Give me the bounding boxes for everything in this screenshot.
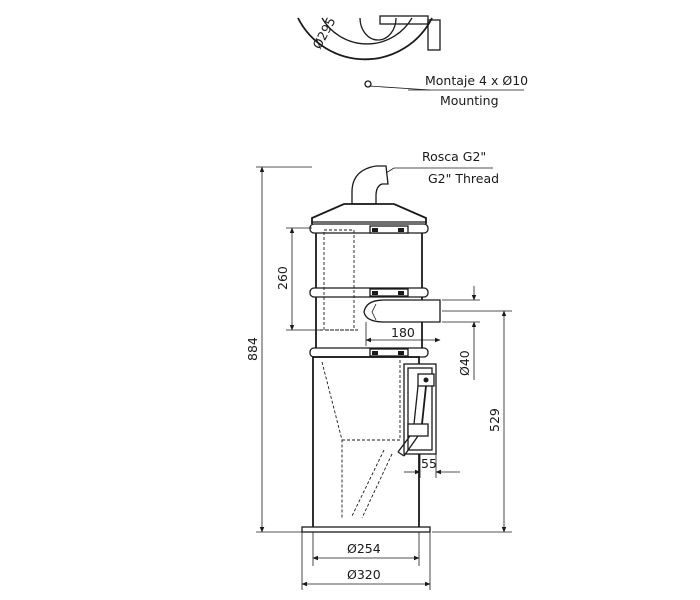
thread-label-es: Rosca G2" xyxy=(422,149,486,164)
cone-hidden-right xyxy=(342,360,401,441)
dim-40-label: Ø40 xyxy=(457,350,472,376)
thread-callout: Rosca G2" G2" Thread xyxy=(377,149,499,186)
inlet-pipe xyxy=(363,299,441,323)
mounting-leader-line xyxy=(368,85,431,91)
valve-assembly xyxy=(397,373,435,457)
dimension-lines: 884 260 180 Ø40 529 55 Ø254 xyxy=(245,166,512,590)
dim-884-label: 884 xyxy=(245,337,260,361)
valve-panel-inner xyxy=(407,367,433,451)
top-view-inner-circle xyxy=(321,17,413,45)
outlet-elbow xyxy=(351,165,389,205)
mounting-hole xyxy=(364,80,372,88)
inner-tube-hidden xyxy=(323,229,355,331)
lower-housing xyxy=(312,356,420,530)
top-view-side-tab xyxy=(427,19,441,51)
clamp-band-middle xyxy=(309,287,429,298)
clamp-latch-bottom xyxy=(369,348,409,357)
dim-260-label: 260 xyxy=(275,266,290,290)
top-view: Ø295 Montaje 4 x Ø10 Mounting xyxy=(297,15,528,108)
mounting-label-en: Mounting xyxy=(440,93,499,108)
thread-label-en: G2" Thread xyxy=(428,171,499,186)
dim-529-label: 529 xyxy=(487,408,502,432)
discharge-hidden xyxy=(351,449,393,519)
mounting-label-es: Montaje 4 x Ø10 xyxy=(425,73,528,88)
dim-320-label: Ø320 xyxy=(347,567,381,582)
inlet-pipe-inner xyxy=(371,303,377,321)
dim-55-label: 55 xyxy=(421,456,437,471)
cone-hidden xyxy=(321,361,343,518)
lid-cone xyxy=(311,203,427,224)
top-view-bracket xyxy=(379,15,429,25)
clamp-latch-middle xyxy=(369,288,409,297)
dim-254-label: Ø254 xyxy=(347,541,381,556)
clamp-band-top xyxy=(309,223,429,234)
clamp-band-bottom xyxy=(309,347,429,358)
top-view-hub xyxy=(359,17,397,41)
dim-180-label: 180 xyxy=(391,325,415,340)
side-view xyxy=(301,165,441,533)
base-plate xyxy=(301,526,431,533)
top-view-outer-circle xyxy=(297,17,433,61)
clamp-latch-top xyxy=(369,225,409,234)
